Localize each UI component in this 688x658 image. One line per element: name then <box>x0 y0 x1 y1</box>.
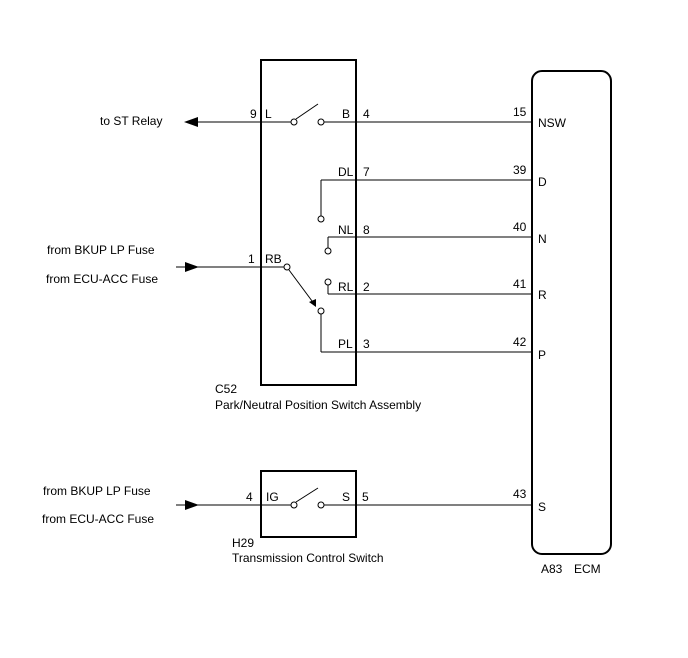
h29-box <box>260 470 357 538</box>
ecm-pin-name-n: N <box>538 232 547 246</box>
ecm-pin-name-r: R <box>538 288 547 302</box>
ecm-name: ECM <box>574 562 601 576</box>
h29-pin-name-ig: IG <box>266 490 279 504</box>
ecm-pin-name-s: S <box>538 500 546 514</box>
h29-name: Transmission Control Switch <box>232 551 384 565</box>
arrow-rb-input <box>185 262 199 272</box>
ecm-pin-num-p: 42 <box>513 335 527 349</box>
c52-pin-name-rl: RL <box>338 280 354 294</box>
contact-nl <box>324 247 332 255</box>
label-c52-bkup-fuse: from BKUP LP Fuse <box>47 243 155 257</box>
c52-pin-num-rl: 2 <box>363 280 370 294</box>
label-h29-bkup-fuse: from BKUP LP Fuse <box>43 484 151 498</box>
ecm-pin-num-nsw: 15 <box>513 105 527 119</box>
switch-blade-arrowhead <box>309 299 316 307</box>
arrow-to-st-relay <box>184 117 198 127</box>
c52-pin-num-l: 9 <box>250 107 257 121</box>
h29-code: H29 <box>232 536 254 550</box>
ecm-code: A83 <box>541 562 563 576</box>
label-to-st-relay: to ST Relay <box>100 114 162 128</box>
contact-rb <box>283 263 291 271</box>
c52-pin-num-b: 4 <box>363 107 370 121</box>
c52-pin-num-rb: 1 <box>248 252 255 266</box>
switch-blade-l-b <box>295 103 319 120</box>
h29-pin-num-ig: 4 <box>246 490 253 504</box>
c52-pin-name-pl: PL <box>338 337 353 351</box>
contact-ig <box>290 501 298 509</box>
c52-pin-name-dl: DL <box>338 165 354 179</box>
h29-pin-name-s: S <box>342 490 350 504</box>
c52-pin-num-pl: 3 <box>363 337 370 351</box>
c52-code: C52 <box>215 382 237 396</box>
contact-rl <box>324 278 332 286</box>
h29-pin-num-s: 5 <box>362 490 369 504</box>
ecm-pin-name-p: P <box>538 348 546 362</box>
c52-pin-num-dl: 7 <box>363 165 370 179</box>
contact-b <box>317 118 325 126</box>
ecm-pin-num-n: 40 <box>513 220 527 234</box>
switch-blade-ig-s <box>295 487 319 503</box>
ecm-pin-num-d: 39 <box>513 163 527 177</box>
c52-pin-name-nl: NL <box>338 223 354 237</box>
contact-l <box>290 118 298 126</box>
ecm-box <box>531 70 612 555</box>
label-c52-ecu-acc-fuse: from ECU-ACC Fuse <box>46 272 158 286</box>
contact-s <box>317 501 325 509</box>
ecm-pin-name-nsw: NSW <box>538 116 567 130</box>
c52-name: Park/Neutral Position Switch Assembly <box>215 398 421 412</box>
c52-box <box>260 59 357 386</box>
arrow-ig-input <box>185 500 199 510</box>
c52-pin-name-b: B <box>342 107 350 121</box>
ecm-pin-num-s: 43 <box>513 487 527 501</box>
contact-pl <box>317 307 325 315</box>
ecm-pin-name-d: D <box>538 175 547 189</box>
label-h29-ecu-acc-fuse: from ECU-ACC Fuse <box>42 512 154 526</box>
c52-pin-num-nl: 8 <box>363 223 370 237</box>
contact-dl <box>317 215 325 223</box>
ecm-pin-num-r: 41 <box>513 277 527 291</box>
c52-pin-name-rb: RB <box>265 252 282 266</box>
switch-blade-rb <box>288 269 316 306</box>
c52-pin-name-l: L <box>265 107 272 121</box>
